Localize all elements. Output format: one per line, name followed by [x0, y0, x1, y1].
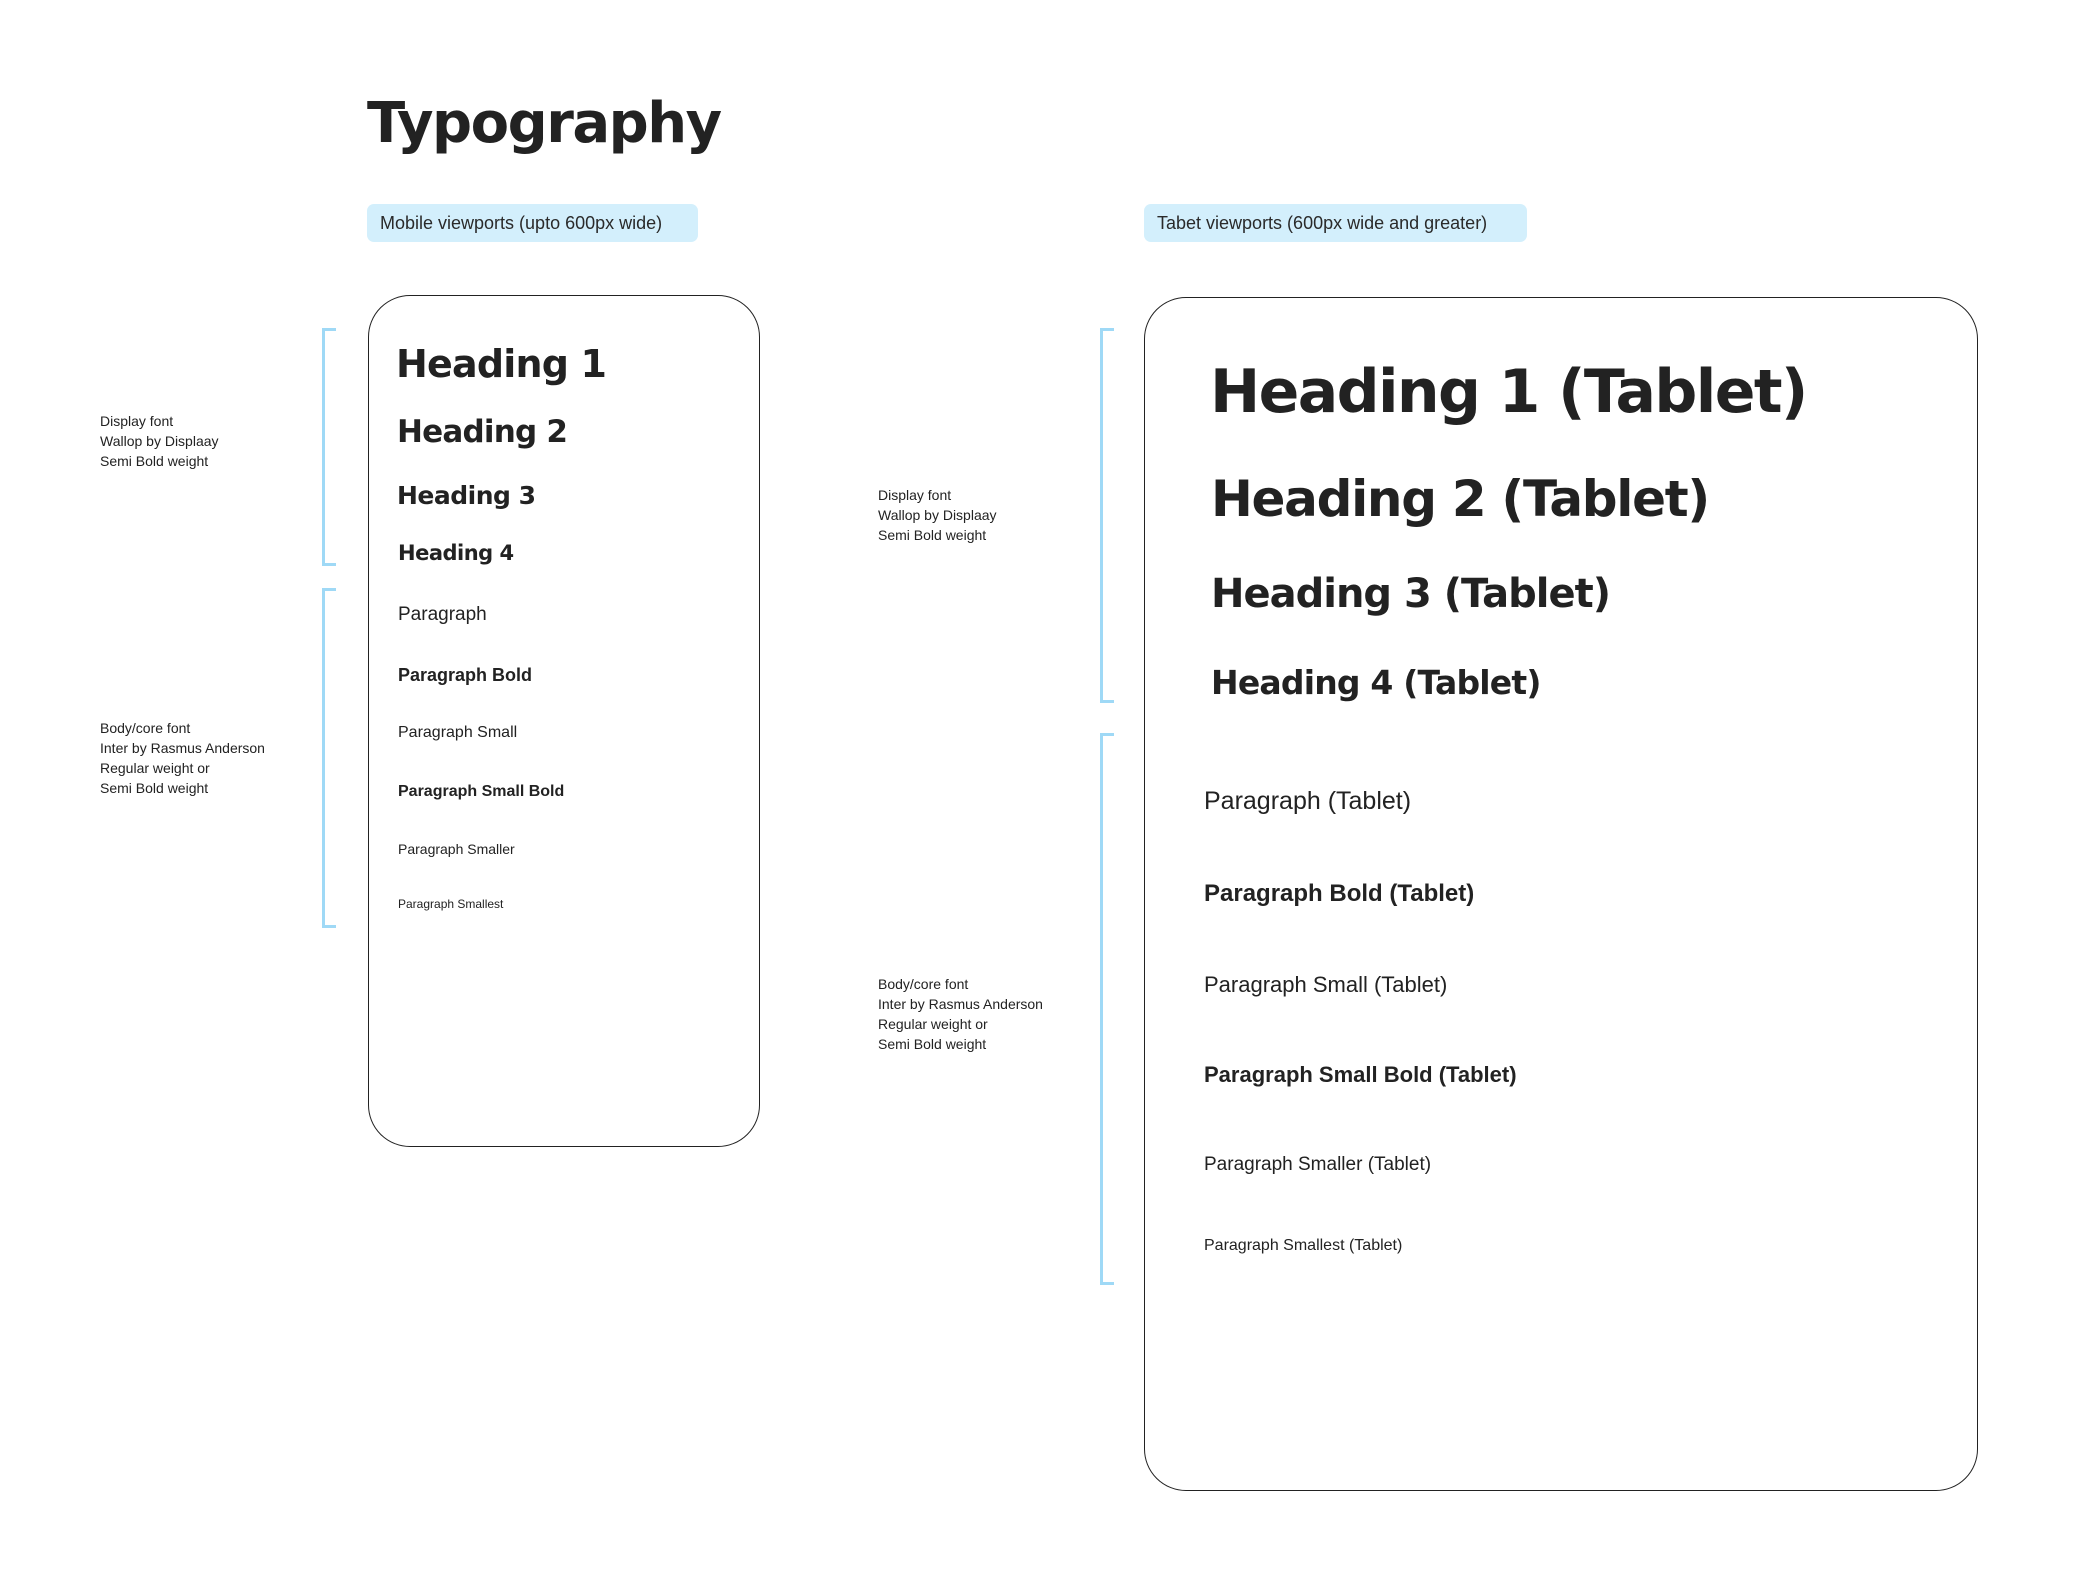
mobile-display-font-note: Display font Wallop by Displaay Semi Bol…	[100, 411, 219, 471]
tablet-paragraph-bold: Paragraph Bold (Tablet)	[1204, 880, 1475, 907]
tablet-paragraph: Paragraph (Tablet)	[1204, 787, 1412, 815]
mobile-body-bracket	[322, 588, 336, 928]
note-line: Semi Bold weight	[878, 527, 987, 543]
note-line: Semi Bold weight	[100, 453, 209, 469]
note-line: Semi Bold weight	[878, 1036, 987, 1052]
tablet-paragraph-small-bold: Paragraph Small Bold (Tablet)	[1204, 1062, 1517, 1087]
mobile-heading-1: Heading 1	[396, 342, 607, 386]
mobile-paragraph-smaller: Paragraph Smaller	[398, 841, 515, 857]
note-line: Regular weight or	[878, 1016, 988, 1032]
note-line: Wallop by Displaay	[100, 433, 219, 449]
mobile-paragraph-smallest: Paragraph Smallest	[398, 897, 504, 911]
tablet-display-bracket	[1100, 328, 1114, 703]
mobile-body-font-note: Body/core font Inter by Rasmus Anderson …	[100, 718, 265, 798]
mobile-paragraph: Paragraph	[398, 604, 487, 625]
mobile-preview-card	[368, 295, 760, 1147]
tablet-paragraph-smaller: Paragraph Smaller (Tablet)	[1204, 1154, 1432, 1175]
note-line: Wallop by Displaay	[878, 507, 997, 523]
page-title: Typography	[367, 91, 722, 156]
tablet-display-font-note: Display font Wallop by Displaay Semi Bol…	[878, 485, 997, 545]
tablet-heading-4: Heading 4 (Tablet)	[1211, 663, 1541, 702]
note-line: Body/core font	[878, 976, 969, 992]
tablet-paragraph-smallest: Paragraph Smallest (Tablet)	[1204, 1237, 1403, 1254]
tablet-body-bracket	[1100, 733, 1114, 1285]
tablet-paragraph-small: Paragraph Small (Tablet)	[1204, 972, 1448, 997]
tablet-heading-3: Heading 3 (Tablet)	[1211, 571, 1611, 617]
tablet-body-font-note: Body/core font Inter by Rasmus Anderson …	[878, 974, 1043, 1054]
mobile-paragraph-small: Paragraph Small	[398, 724, 518, 741]
note-line: Inter by Rasmus Anderson	[878, 996, 1043, 1012]
mobile-paragraph-bold: Paragraph Bold	[398, 665, 533, 685]
tablet-heading-1: Heading 1 (Tablet)	[1210, 357, 1808, 427]
mobile-paragraph-small-bold: Paragraph Small Bold	[398, 783, 565, 800]
mobile-heading-2: Heading 2	[397, 414, 568, 450]
note-line: Semi Bold weight	[100, 780, 209, 796]
note-line: Inter by Rasmus Anderson	[100, 740, 265, 756]
note-line: Body/core font	[100, 720, 191, 736]
mobile-heading-4: Heading 4	[398, 541, 514, 565]
tablet-heading-2: Heading 2 (Tablet)	[1211, 470, 1710, 528]
note-line: Regular weight or	[100, 760, 210, 776]
tablet-preview-card	[1144, 297, 1978, 1491]
note-line: Display font	[100, 413, 174, 429]
note-line: Display font	[878, 487, 952, 503]
mobile-display-bracket	[322, 328, 336, 566]
tablet-viewport-badge: Tabet viewports (600px wide and greater)	[1144, 204, 1527, 242]
mobile-heading-3: Heading 3	[397, 481, 536, 510]
mobile-viewport-badge: Mobile viewports (upto 600px wide)	[367, 204, 698, 242]
